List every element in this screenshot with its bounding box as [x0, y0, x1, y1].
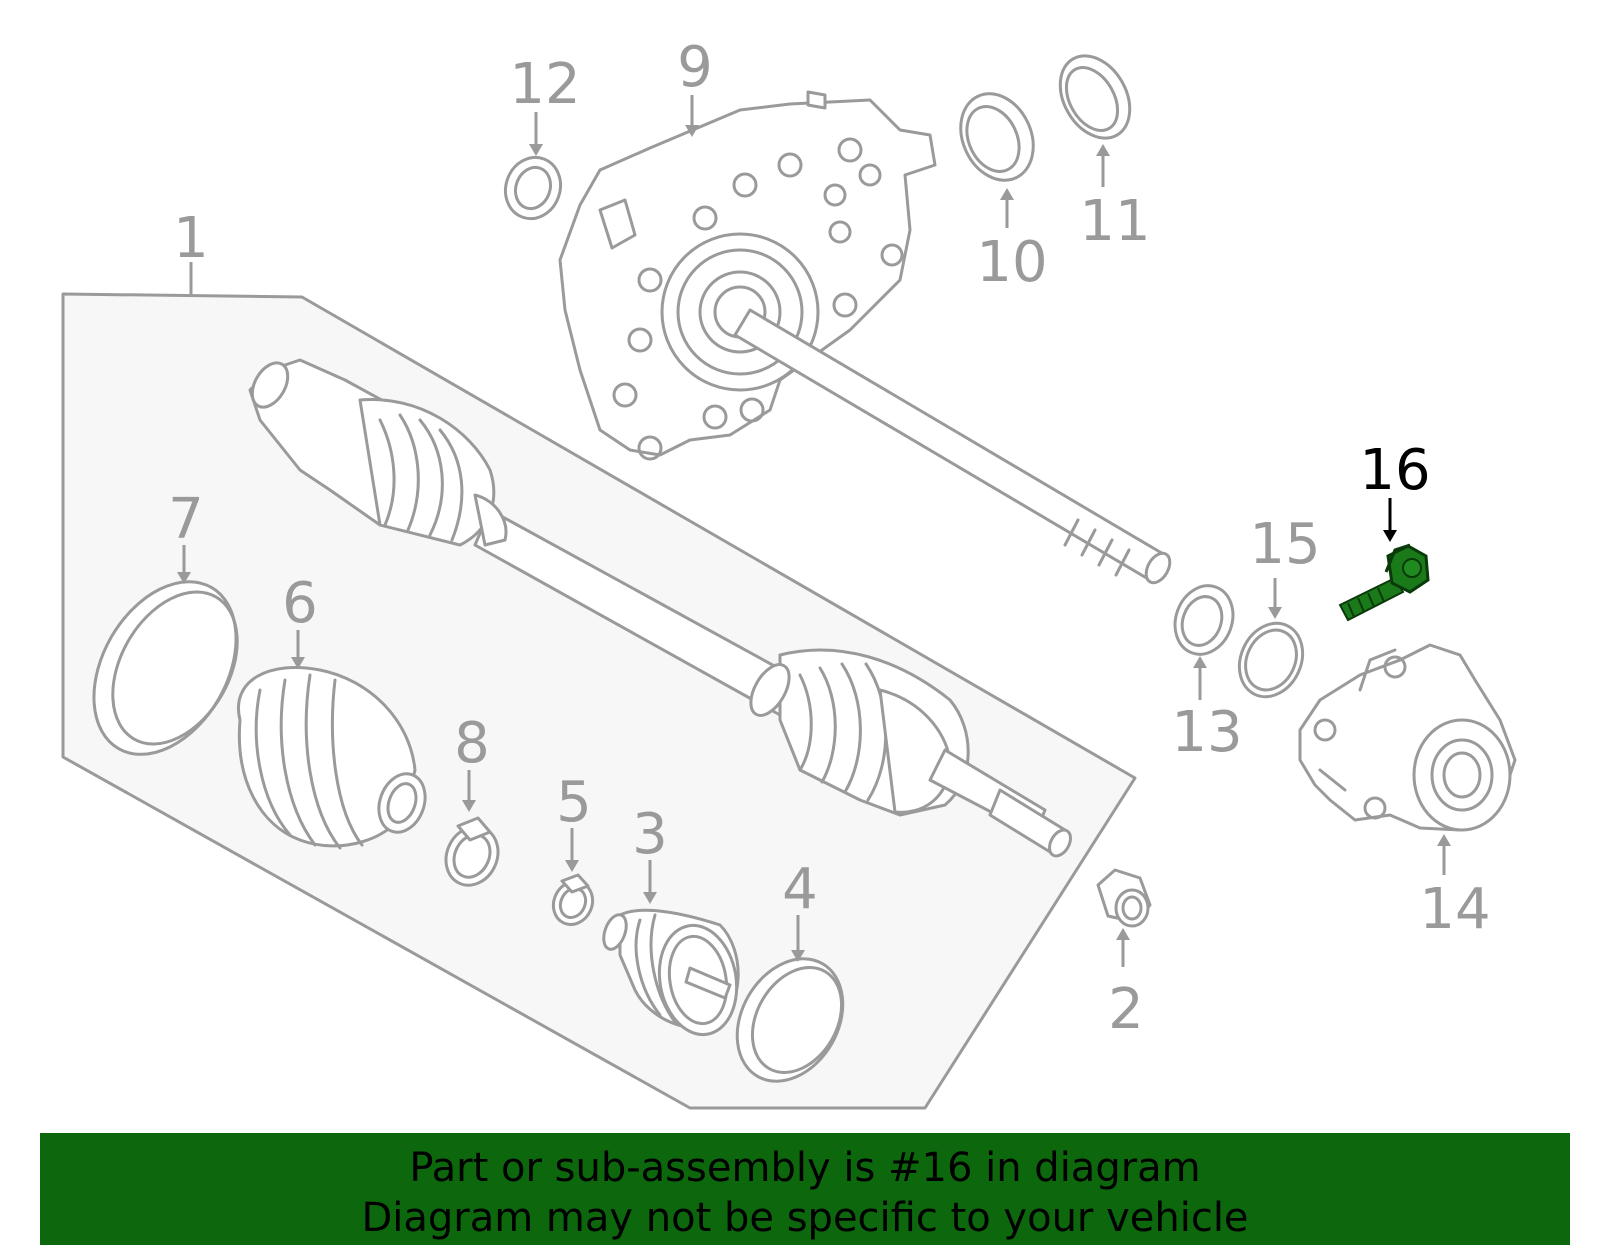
callout-14: 14 — [1419, 877, 1490, 942]
part-1-axle-assembly-panel[interactable] — [61, 292, 1137, 1110]
part-15-circlip[interactable] — [1228, 613, 1314, 707]
part-8-boot-clamp[interactable] — [437, 816, 508, 894]
part-16-bolt[interactable] — [1338, 543, 1430, 622]
part-1-axle-shaft[interactable] — [245, 357, 1075, 860]
callout-3: 3 — [632, 802, 668, 867]
part-4-boot-band[interactable] — [716, 940, 864, 1101]
part-2-axle-nut[interactable] — [1096, 868, 1152, 928]
part-12-seal-ring[interactable] — [497, 150, 569, 227]
callout-15: 15 — [1249, 512, 1320, 577]
part-7-boot-band[interactable] — [65, 556, 265, 779]
callout-1: 1 — [173, 206, 209, 271]
callout-16: 16 — [1359, 438, 1430, 503]
banner-line-part: Part or sub-assembly is #16 in diagram — [409, 1145, 1201, 1191]
callout-12: 12 — [509, 52, 580, 117]
callout-13: 13 — [1171, 700, 1242, 765]
callout-11: 11 — [1079, 189, 1150, 254]
info-banner: Part or sub-assembly is #16 in diagram D… — [40, 1133, 1570, 1245]
callout-2: 2 — [1108, 977, 1144, 1042]
callout-7: 7 — [168, 487, 204, 552]
callout-10: 10 — [976, 230, 1047, 295]
callout-labels: 1 2 3 4 5 6 7 8 9 10 11 12 13 14 15 16 — [168, 35, 1490, 1042]
part-9-final-drive-housing[interactable] — [558, 90, 1175, 587]
callout-4: 4 — [782, 857, 818, 922]
part-10-shaft-seal[interactable] — [947, 82, 1047, 192]
callout-5: 5 — [556, 770, 592, 835]
banner-line-disclaimer: Diagram may not be specific to your vehi… — [361, 1195, 1249, 1241]
part-5-small-clamp[interactable] — [546, 873, 599, 931]
part-6-joint-boot[interactable] — [237, 665, 432, 850]
part-11-retaining-ring[interactable] — [1046, 43, 1144, 150]
part-3-cv-joint[interactable] — [599, 908, 745, 1041]
callout-8: 8 — [454, 711, 490, 776]
callout-6: 6 — [282, 571, 318, 636]
part-14-bearing-housing[interactable] — [1298, 643, 1517, 832]
part-13-seal[interactable] — [1166, 578, 1243, 663]
callout-arrows — [177, 95, 1451, 967]
callout-9: 9 — [677, 35, 713, 100]
